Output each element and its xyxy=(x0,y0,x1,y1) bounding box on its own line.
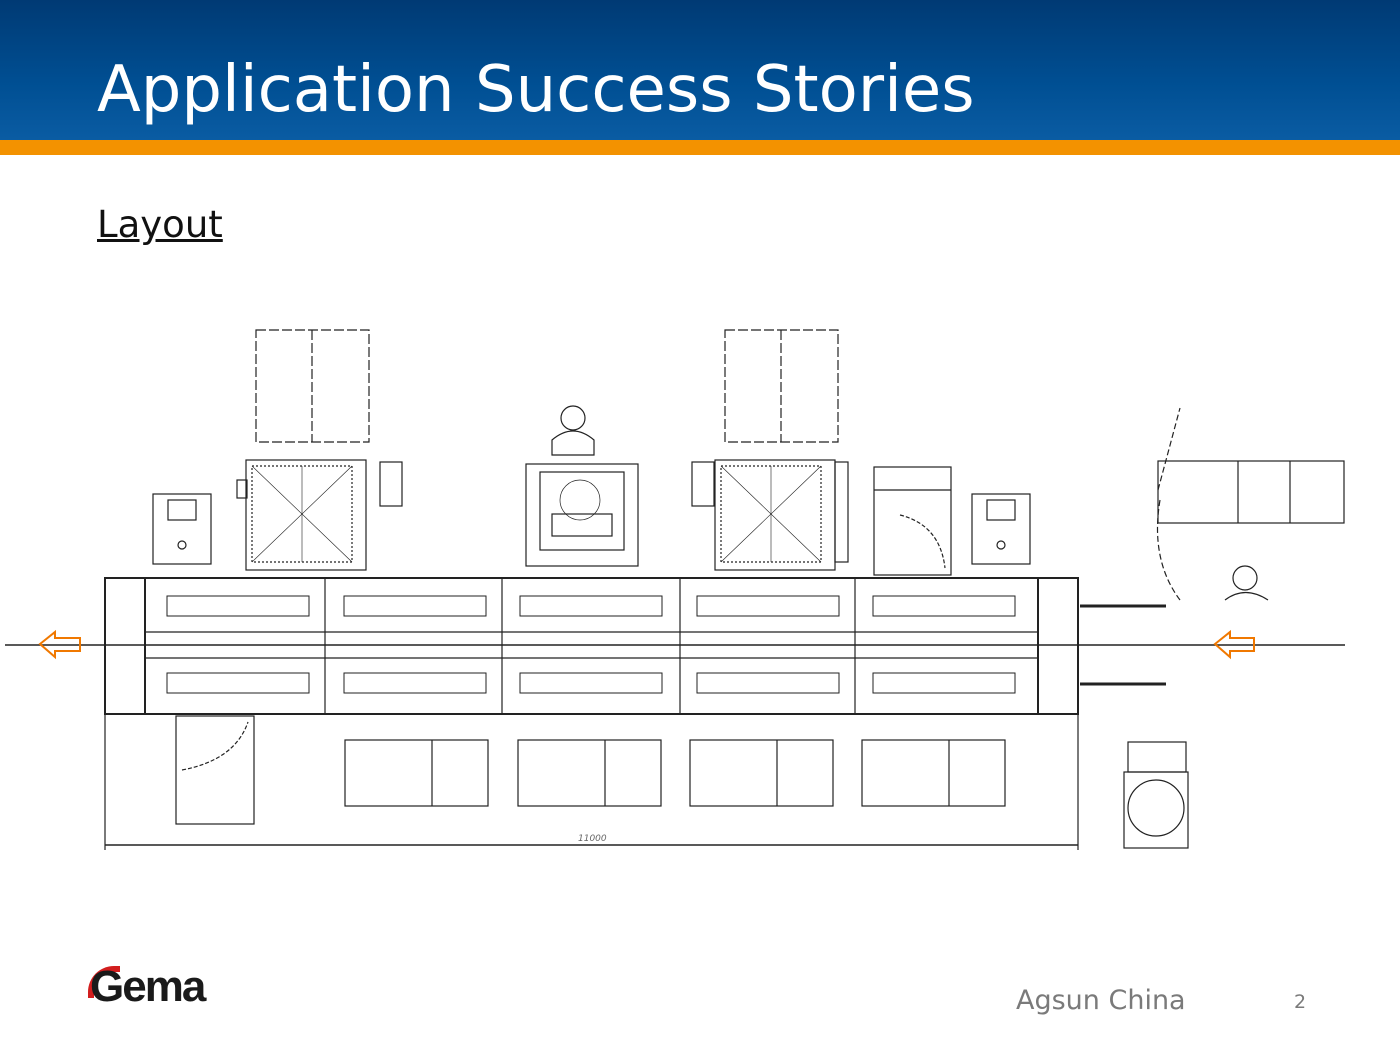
gema-logo: Gema xyxy=(90,962,206,1011)
oven-unit-right xyxy=(1156,407,1345,601)
powder-center xyxy=(525,463,639,567)
filter-unit-left xyxy=(236,459,403,571)
booth-enclosure xyxy=(104,577,1079,715)
footer-company: Agsun China xyxy=(1016,985,1186,1016)
operator-top xyxy=(551,405,595,456)
control-panel-right xyxy=(971,493,1031,565)
accent-stripe xyxy=(0,140,1400,155)
control-panel-left xyxy=(152,493,212,565)
booth-grilles xyxy=(166,595,1016,694)
gun-mover-units xyxy=(344,739,1006,807)
right-arrow-icon xyxy=(1213,629,1255,660)
filter-unit-right xyxy=(691,459,849,571)
logo-arc-icon xyxy=(88,966,120,998)
layout-drawing: 11000 xyxy=(5,329,1345,850)
reclaim-unit xyxy=(1123,741,1189,849)
page-number: 2 xyxy=(1294,991,1307,1013)
conveyor-rails-right xyxy=(1080,604,1166,686)
left-arrow-icon xyxy=(38,629,81,660)
section-heading: Layout xyxy=(97,203,223,246)
dimension-label: 11000 xyxy=(578,834,607,844)
lower-left-cabinet xyxy=(175,715,255,825)
storage-cabinet xyxy=(873,466,952,576)
operator-right xyxy=(1224,565,1269,601)
slide-title: Application Success Stories xyxy=(97,53,975,127)
header-bar: Application Success Stories xyxy=(0,0,1400,140)
